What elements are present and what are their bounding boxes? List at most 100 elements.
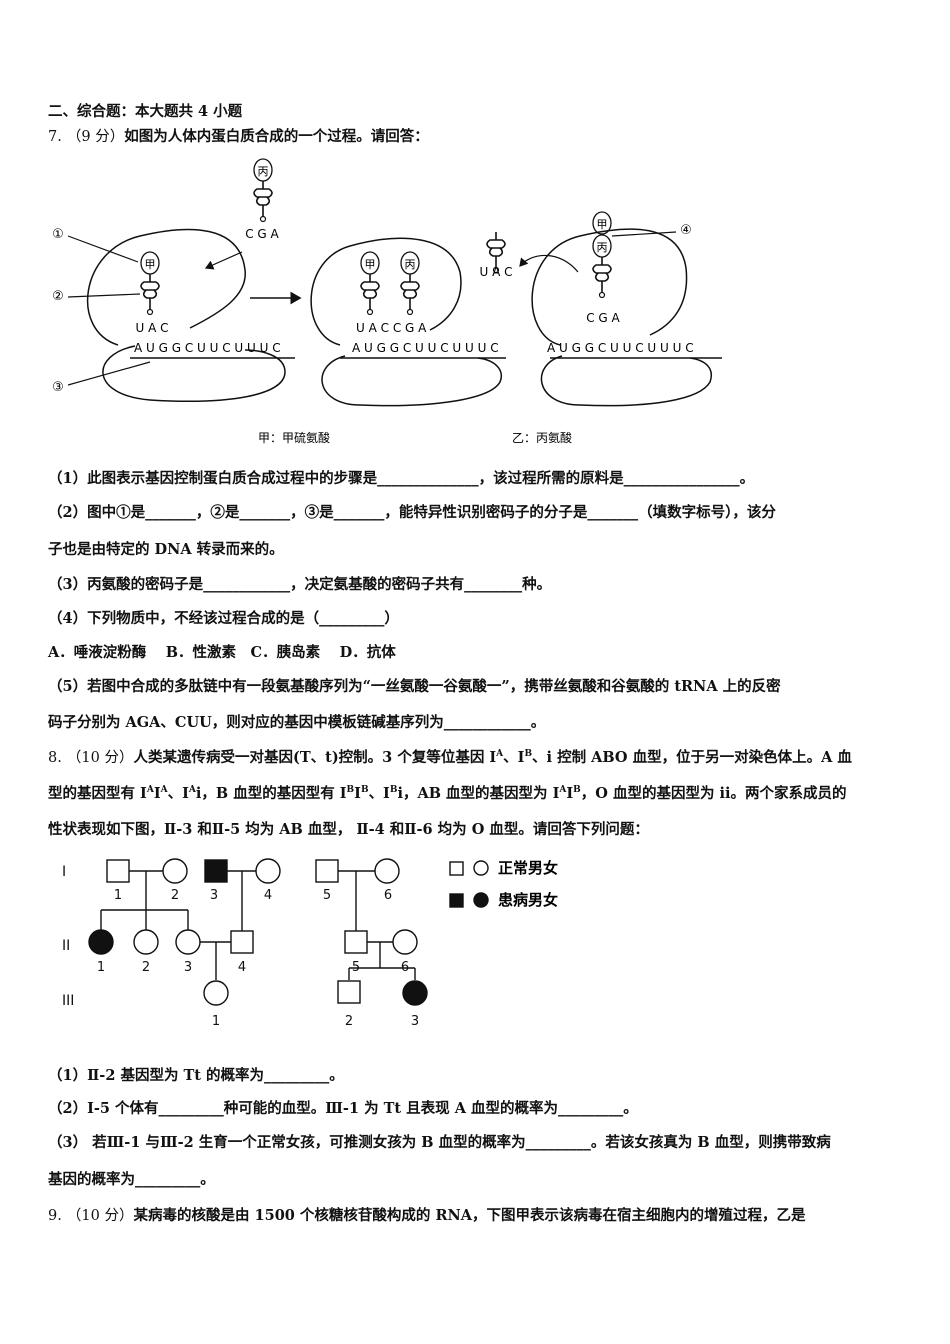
q8-text: 人类某遗传病受一对基因(T、t)控制。3 个复等位基因 I <box>133 749 497 766</box>
III-1-female <box>203 980 229 1006</box>
II-5-male <box>344 930 368 954</box>
id-III-2: 2 <box>345 1014 353 1029</box>
q8-stem-line1: 8. （10 分）人类某遗传病受一对基因(T、t)控制。3 个复等位基因 IA、… <box>48 748 852 768</box>
q8-sub1: （1）Ⅱ-2 基因型为 Tt 的概率为_________。 <box>48 1067 344 1084</box>
q8-text: ，O 血型的基因型为 ii。两个家系成员的 <box>580 785 847 802</box>
id-II-4: 4 <box>238 960 246 975</box>
sup: B <box>524 749 533 760</box>
ribo2-anticodons: U A C C G A <box>356 321 427 335</box>
q8-score: （10 分） <box>66 750 134 766</box>
I-2-female <box>162 858 188 884</box>
I-1-male <box>106 859 130 883</box>
sup: B <box>389 785 398 796</box>
id-III-3: 3 <box>411 1014 419 1029</box>
translation-figure: 丙 C G A 甲 U A C A U G G C U U C U U U C … <box>52 158 722 445</box>
q9-score: （10 分） <box>66 1208 134 1224</box>
I-5-male <box>315 859 339 883</box>
II-2-female <box>133 929 159 955</box>
q8-text: 、I <box>503 749 525 766</box>
q8-text: 型的基因型有 I <box>48 785 147 802</box>
I-3-male-affected <box>204 859 228 883</box>
legend-affected: 患病男女 <box>498 891 558 909</box>
id-II-6: 6 <box>401 960 409 975</box>
id-I-4: 4 <box>264 888 272 903</box>
q7-sub1: （1）此图表示基因控制蛋白质合成过程中的步骤是______________，该过… <box>48 470 755 487</box>
sup: A <box>559 785 567 796</box>
gen-III-label: III <box>62 993 74 1009</box>
marker-4: ④ <box>680 223 692 238</box>
aa-bing-label: 丙 <box>258 165 269 178</box>
sup: B <box>346 785 355 796</box>
marker-1: ① <box>52 227 64 242</box>
q7-sub4-options: A．唾液淀粉酶 B．性激素 C．胰岛素 D．抗体 <box>48 644 396 661</box>
id-I-1: 1 <box>114 888 122 903</box>
aa-bing-label-3: 丙 <box>597 241 608 254</box>
III-2-male <box>337 980 361 1004</box>
II-1-female-affected <box>88 929 114 955</box>
id-I-2: 2 <box>171 888 179 903</box>
q8-stem-line3: 性状表现如下图，Ⅱ-3 和Ⅱ-5 均为 AB 血型， Ⅱ-4 和Ⅱ-6 均为 O… <box>48 821 649 838</box>
ribo2-mrna: A U G G C U U C U U U C <box>352 341 499 355</box>
pedigree-figure: I II III <box>62 858 558 1029</box>
q8-text: I <box>354 785 361 802</box>
q9-number: 9. <box>48 1208 62 1224</box>
id-II-2: 2 <box>142 960 150 975</box>
q7-sub5-line1: （5）若图中合成的多肽链中有一段氨基酸序列为“一丝氨酸一谷氨酸一”，携带丝氨酸和… <box>48 678 781 695</box>
q8-text: 、I <box>167 785 189 802</box>
q7-number: 7. <box>48 129 62 145</box>
q8-sub3-line1: （3） 若Ⅲ-1 与Ⅲ-2 生育一个正常女孩，可推测女孩为 B 血型的概率为__… <box>48 1134 831 1151</box>
III-3-female-affected <box>402 980 428 1006</box>
id-II-3: 3 <box>184 960 192 975</box>
free-trna-uac: U A C <box>480 231 513 279</box>
II-3-female <box>175 929 201 955</box>
id-II-5: 5 <box>352 960 360 975</box>
q7-stem: 7. （9 分）如图为人体内蛋白质合成的一个过程。请回答： <box>48 127 429 147</box>
q8-text: i，B 血型的基因型有 I <box>195 785 347 802</box>
ribosome-2: 甲 丙 U A C C G A A U G G C U U C U U U C <box>310 237 506 407</box>
free-trna-bing: 丙 C G A <box>245 158 280 241</box>
q7-sub3: （3）丙氨酸的密码子是____________，决定氨基酸的密码子共有_____… <box>48 576 552 593</box>
q8-text: 、I <box>368 785 390 802</box>
q8-text: i，AB 血型的基因型为 I <box>397 785 560 802</box>
aa-jia-label-2: 甲 <box>365 258 376 271</box>
id-III-1: 1 <box>212 1014 220 1029</box>
anticodon-uac-label: U A C <box>480 265 513 279</box>
id-I-5: 5 <box>323 888 331 903</box>
I-4-female <box>255 858 281 884</box>
q7-score: （9 分） <box>66 129 125 145</box>
marker-3: ③ <box>52 380 64 395</box>
aa-bing-label-2: 丙 <box>405 258 416 271</box>
legend-yi: 乙：丙氨酸 <box>512 430 572 445</box>
q7-stem-text: 如图为人体内蛋白质合成的一个过程。请回答： <box>124 128 429 145</box>
q9-stem-text: 某病毒的核酸是由 1500 个核糖核苷酸构成的 RNA，下图甲表示该病毒在宿主细… <box>133 1207 806 1224</box>
aa-jia-label-3: 甲 <box>597 218 608 231</box>
id-I-3: 3 <box>210 888 218 903</box>
id-I-6: 6 <box>384 888 392 903</box>
q8-text: I <box>153 785 161 802</box>
q7-sub5-line2: 码子分别为 AGA、CUU，则对应的基因中模板链碱基序列为___________… <box>48 714 546 731</box>
sup: A <box>188 785 196 796</box>
sup: A <box>160 785 168 796</box>
q7-sub4: （4）下列物质中，不经该过程合成的是（_________） <box>48 610 399 627</box>
sup: A <box>146 785 154 796</box>
legend-normal: 正常男女 <box>498 859 558 877</box>
id-II-1: 1 <box>97 960 105 975</box>
marker-2: ② <box>52 289 64 304</box>
q7-sub2-line2: 子也是由特定的 DNA 转录而来的。 <box>48 541 284 558</box>
q9-stem: 9. （10 分）某病毒的核酸是由 1500 个核糖核苷酸构成的 RNA，下图甲… <box>48 1206 806 1226</box>
aa-jia-label: 甲 <box>145 258 156 271</box>
q8-text: 、i 控制 ABO 血型，位于另一对染色体上。A 血 <box>532 749 852 766</box>
ribo3-anticodon: C G A <box>586 311 620 325</box>
sup: B <box>573 785 581 796</box>
ribo1-mrna: A U G G C U U C U U U C <box>134 341 281 355</box>
ribosome-1: 甲 U A C A U G G C U U C U U U C <box>86 228 295 402</box>
anticodon-cga-label: C G A <box>245 227 279 241</box>
gen-II-label: II <box>62 938 70 954</box>
gen-I-label: I <box>62 864 66 880</box>
II-6-female <box>392 929 418 955</box>
q8-sub2: （2）Ⅰ-5 个体有_________种可能的血型。Ⅲ-1 为 Tt 且表现 A… <box>48 1100 638 1117</box>
ribo3-mrna: A U G G C U U C U U U C <box>547 341 694 355</box>
q7-sub2-line1: （2）图中①是_______，②是_______，③是_______，能特异性识… <box>48 504 776 521</box>
q8-text: I <box>566 785 574 802</box>
sup: B <box>360 785 369 796</box>
